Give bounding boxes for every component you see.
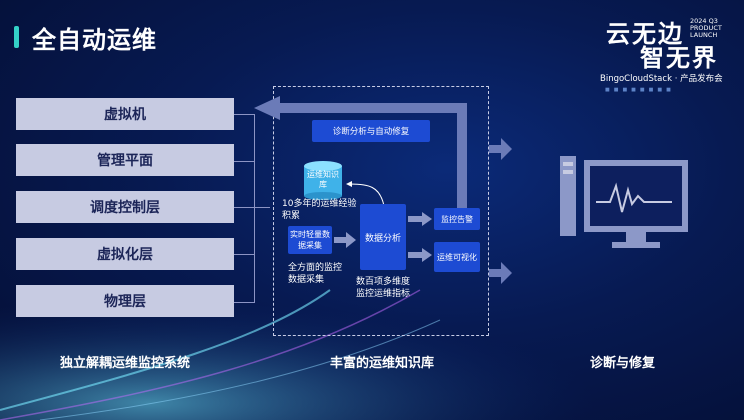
feedback-arrow <box>254 96 467 208</box>
arrow-right-icon <box>334 232 356 248</box>
layer-vm: 虚拟机 <box>16 98 234 130</box>
arrow-right-icon <box>408 212 432 226</box>
database-label: 运维知识库 <box>307 170 339 190</box>
page-title: 全自动运维 <box>32 26 157 54</box>
full-collect-text-content: 全方面的监控数据采集 <box>288 263 343 285</box>
caption-middle: 丰富的运维知识库 <box>330 356 435 371</box>
brand-event-tag: 2024 Q3 PRODUCT LAUNCH <box>690 18 732 39</box>
analysis-text: 数据分析 <box>364 233 401 244</box>
metrics-text-content: 数百项多维度监控运维指标 <box>356 277 411 299</box>
caption-left: 独立解耦运维监控系统 <box>60 356 191 371</box>
brand-subtitle: BingoCloudStack · 产品发布会 <box>600 74 723 84</box>
realtime-collect-text: 实时轻量数据采集 <box>290 230 330 250</box>
layer-connector <box>234 161 254 162</box>
arrow-right-icon <box>489 262 512 284</box>
arrow-right-icon <box>408 248 432 262</box>
database-label-text: 运维知识库 <box>307 170 339 189</box>
full-collect-text: 全方面的监控数据采集 <box>288 262 348 286</box>
knowledge-base-frame <box>273 86 489 336</box>
brand-line1: 云无边 <box>606 20 684 48</box>
repair-box: 诊断分析与自动修复 <box>312 120 430 142</box>
brand-event-text: 2024 Q3 PRODUCT LAUNCH <box>690 17 722 39</box>
layer-management: 管理平面 <box>16 144 234 176</box>
layer-connector <box>234 254 254 255</box>
visualize-box: 运维可视化 <box>434 242 480 272</box>
brand-decoration: ■■■■■■■■ <box>605 87 675 93</box>
realtime-collect-box: 实时轻量数据采集 <box>288 226 332 254</box>
analysis-box: 数据分析 <box>360 204 406 270</box>
layer-bracket <box>234 114 255 303</box>
visualize-text: 运维可视化 <box>437 252 477 262</box>
brand-line2: 智无界 <box>640 44 718 72</box>
layer-scheduling: 调度控制层 <box>16 191 234 223</box>
metrics-text: 数百项多维度监控运维指标 <box>356 276 418 300</box>
experience-text: 10多年的运维经验积累 <box>282 198 358 222</box>
layer-connector <box>234 207 270 208</box>
arrow-right-icon <box>489 138 512 160</box>
monitor-alert-box: 监控告警 <box>434 208 480 230</box>
caption-right: 诊断与修复 <box>590 356 656 371</box>
layer-physical: 物理层 <box>16 285 234 317</box>
experience-text-content: 10多年的运维经验积累 <box>282 199 357 221</box>
monitor-icon <box>560 156 688 248</box>
title-accent-bar <box>14 26 19 48</box>
curved-arrow <box>346 181 385 207</box>
layer-virtualization: 虚拟化层 <box>16 238 234 270</box>
database-icon <box>304 161 342 200</box>
